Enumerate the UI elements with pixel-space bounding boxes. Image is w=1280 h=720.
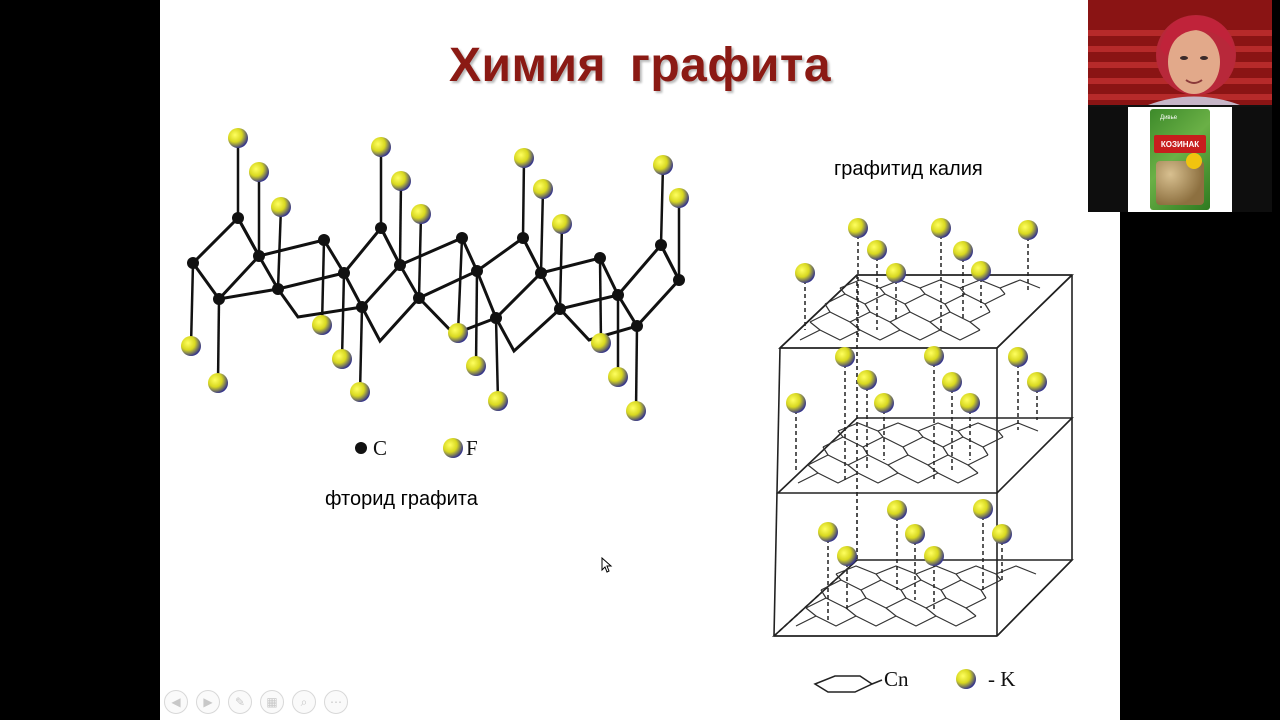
legend-carbon-dot (355, 442, 367, 454)
more-button[interactable]: ⋯ (324, 690, 348, 714)
legend-carbon-label: C (373, 436, 388, 460)
legend-k-label: - K (988, 667, 1016, 691)
legend-cn-label: Cn (884, 667, 909, 691)
mouse-cursor-icon (601, 557, 613, 573)
zoom-button[interactable]: ⌕ (292, 690, 316, 714)
potassium-graphitide-caption: графитид калия (834, 158, 983, 180)
prev-button[interactable]: ◀ (164, 690, 188, 714)
slides-button[interactable]: ▦ (260, 690, 284, 714)
next-button[interactable]: ▶ (196, 690, 220, 714)
potassium-atoms (786, 218, 1047, 566)
pen-button[interactable]: ✎ (228, 690, 252, 714)
product-badge-icon (1186, 153, 1202, 169)
webcam-feed[interactable] (1088, 0, 1272, 105)
legend-fluorine-dot (443, 438, 463, 458)
product-package: Дивье КОЗИНАК (1150, 109, 1210, 210)
potassium-graphitide-layers (795, 279, 1041, 627)
legend-carbon-ring-icon (813, 675, 883, 693)
slide-title: Химия графита (448, 39, 832, 92)
graphite-diagrams (181, 128, 1074, 693)
legend-fluorine-label: F (466, 436, 478, 460)
product-brand-label: КОЗИНАК (1154, 135, 1206, 153)
video-panel: Дивье КОЗИНАК (1088, 0, 1272, 212)
legend-potassium-dot (956, 669, 976, 689)
participant-video (1088, 0, 1272, 105)
presentation-slide: Химия графита (160, 0, 1120, 720)
product-top-label: Дивье (1160, 115, 1178, 121)
fluorographite-caption: фторид графита (325, 488, 478, 510)
potassium-graphitide-box (771, 274, 1074, 637)
fluorographite-fluorine-atoms (181, 128, 689, 421)
fluorographite-carbon-atoms (187, 212, 685, 332)
product-image: Дивье КОЗИНАК (1128, 107, 1232, 212)
slide-toolbar: ◀ ▶ ✎ ▦ ⌕ ⋯ (160, 690, 348, 718)
shared-product-video[interactable]: Дивье КОЗИНАК (1088, 107, 1272, 212)
